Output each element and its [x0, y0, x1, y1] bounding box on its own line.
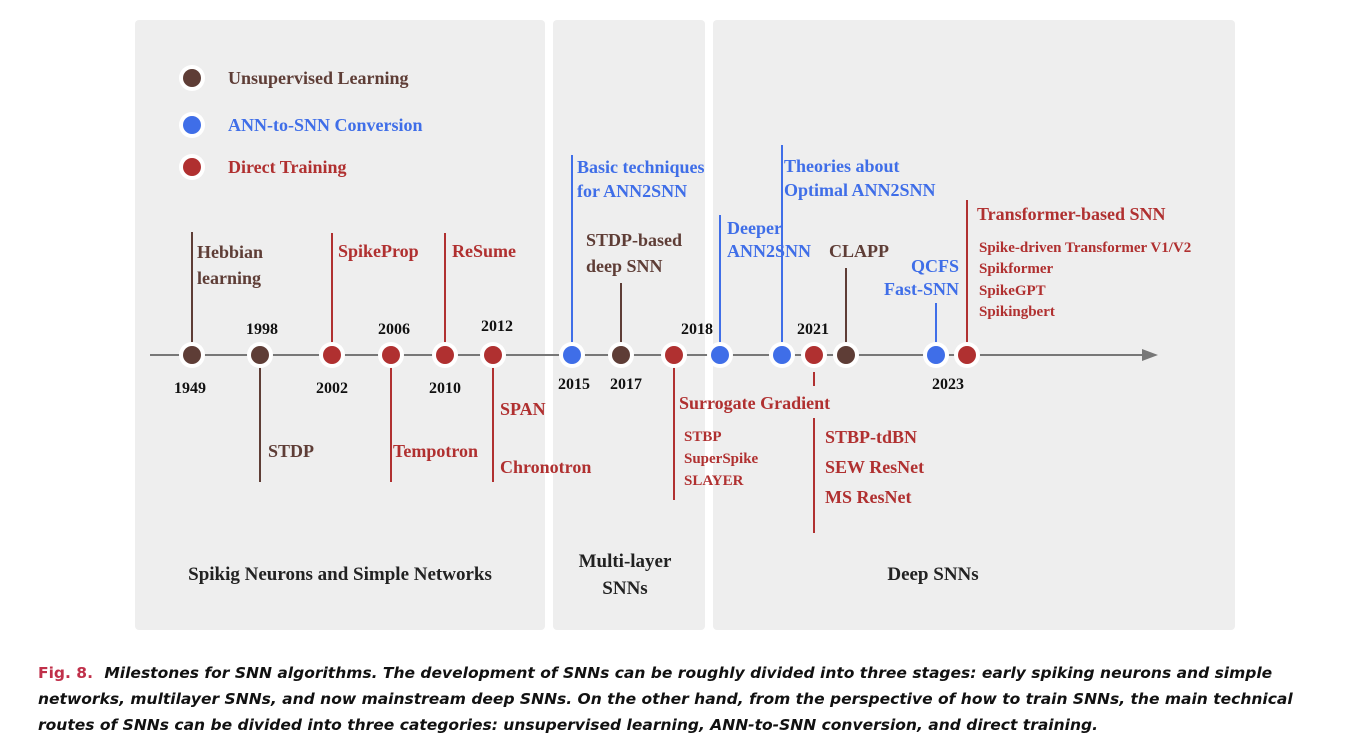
stage-panel [553, 20, 705, 630]
milestone-node-basic-techniques [563, 346, 581, 364]
legend-label: Direct Training [228, 157, 347, 177]
milestone-node-stbp-tdbn [805, 346, 823, 364]
milestone-node-stdp-based [612, 346, 630, 364]
timeline-arrowhead [1142, 349, 1158, 361]
year-label: 2010 [429, 380, 461, 397]
year-label: 2015 [558, 376, 590, 393]
year-label: 1949 [174, 380, 206, 397]
year-label: 2023 [932, 376, 964, 393]
figure-label: Fig. 8. [38, 664, 93, 682]
milestone-node-theories-about [773, 346, 791, 364]
milestone-label: Spike-driven Transformer V1/V2 [979, 240, 1191, 256]
milestone-node-deeper [711, 346, 729, 364]
milestone-label: Tempotron [393, 441, 478, 461]
year-label: 2017 [610, 376, 642, 393]
milestone-label: Spikingbert [979, 304, 1055, 320]
figure-caption-text: Milestones for SNN algorithms. The devel… [38, 664, 1293, 734]
milestone-label: CLAPP [829, 241, 889, 261]
milestone-node-surrogate-gradient [665, 346, 683, 364]
legend-label: Unsupervised Learning [228, 68, 409, 88]
milestone-node-span [484, 346, 502, 364]
figure-caption: Fig. 8. Milestones for SNN algorithms. T… [38, 660, 1338, 738]
milestone-label: STDP-based [586, 230, 682, 250]
milestone-label: SPAN [500, 399, 546, 419]
milestone-label: Fast-SNN [884, 279, 959, 299]
milestone-label: Deeper [727, 218, 782, 238]
stage-panel [135, 20, 545, 630]
milestone-label: learning [197, 268, 261, 288]
stage-label: Multi-layer [579, 551, 672, 572]
milestone-label: Hebbian [197, 242, 263, 262]
milestone-label: STDP [268, 441, 314, 461]
milestone-label: STBP-tdBN [825, 427, 917, 447]
stage-label: SNNs [602, 578, 647, 599]
milestone-label: SuperSpike [684, 451, 759, 467]
milestone-label: Chronotron [500, 457, 591, 477]
milestone-label: for ANN2SNN [577, 181, 687, 201]
milestone-diagram: Spikig Neurons and Simple Networks Multi-… [135, 20, 1235, 630]
milestone-node-tempotron [382, 346, 400, 364]
milestone-label: Theories about [784, 156, 900, 176]
milestone-label: SpikeGPT [979, 283, 1046, 299]
milestone-label: SLAYER [684, 473, 744, 489]
year-label: 2021 [797, 321, 829, 338]
legend-marker [183, 158, 201, 176]
year-label: 2012 [481, 318, 513, 335]
year-label: 1998 [246, 321, 278, 338]
year-label: 2002 [316, 380, 348, 397]
milestone-label: ANN2SNN [727, 241, 811, 261]
milestone-label: Surrogate Gradient [679, 393, 830, 413]
milestone-node-resume [436, 346, 454, 364]
milestone-label: SEW ResNet [825, 457, 924, 477]
legend-label: ANN-to-SNN Conversion [228, 115, 423, 135]
milestone-label: MS ResNet [825, 487, 911, 507]
milestone-node-transformer-based-snn [958, 346, 976, 364]
legend-marker [183, 69, 201, 87]
stage-label: Deep SNNs [887, 564, 978, 585]
milestone-label: STBP [684, 429, 722, 445]
milestone-label: ReSume [452, 241, 516, 261]
legend-marker [183, 116, 201, 134]
milestone-node-spikeprop [323, 346, 341, 364]
milestone-node-stdp [251, 346, 269, 364]
milestone-label: Transformer-based SNN [977, 204, 1165, 224]
milestone-label: SpikeProp [338, 241, 419, 261]
milestone-label: deep SNN [586, 256, 663, 276]
year-label: 2018 [681, 321, 713, 338]
year-label: 2006 [378, 321, 410, 338]
stage-label: Spikig Neurons and Simple Networks [188, 564, 492, 585]
milestone-node-clapp [837, 346, 855, 364]
milestone-node-hebbian [183, 346, 201, 364]
milestone-label: Spikformer [979, 261, 1054, 277]
milestone-node-qcfs [927, 346, 945, 364]
milestone-label: Basic techniques [577, 157, 705, 177]
milestone-label: QCFS [911, 256, 959, 276]
stage-panel [713, 20, 1235, 630]
milestone-label: Optimal ANN2SNN [784, 180, 936, 200]
